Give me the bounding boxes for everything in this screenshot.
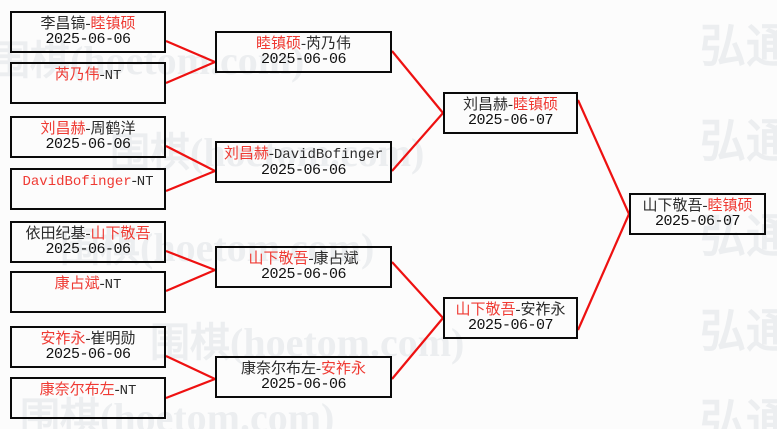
match-box-r1m8[interactable]: 康奈尔布左-NT: [10, 377, 166, 419]
match-players: 刘昌赫-周鹤洋: [40, 121, 136, 137]
match-date: 2025-06-06: [45, 346, 131, 364]
player-left: 依田纪基: [25, 226, 86, 242]
player-left: 山下敬吾: [642, 198, 703, 214]
match-box-r1m6[interactable]: 康占斌-NT: [10, 271, 166, 313]
match-date: 2025-06-06: [45, 136, 131, 154]
match-players: 康奈尔布左-安祚永: [240, 361, 367, 377]
match-date: 2025-06-07: [467, 317, 554, 335]
player-right: NT: [136, 174, 154, 190]
player-right: 芮乃伟: [306, 36, 352, 52]
player-left: 康奈尔布左: [39, 382, 115, 398]
player-right: 康占斌: [313, 251, 359, 267]
match-players: 山下敬吾-睦镇硕: [642, 198, 753, 214]
match-players: DavidBofinger-NT: [22, 173, 154, 190]
player-right: 崔明勋: [90, 331, 136, 347]
match-date: 2025-06-06: [45, 241, 131, 259]
player-right: 睦镇硕: [707, 198, 753, 214]
match-box-r2m4[interactable]: 康奈尔布左-安祚永 2025-06-06: [215, 356, 392, 398]
match-date: 2025-06-06: [260, 266, 347, 284]
player-left: 康占斌: [54, 276, 100, 292]
watermark-text: 弘通: [700, 396, 777, 429]
player-right: NT: [104, 68, 122, 84]
player-right: DavidBofinger: [273, 147, 384, 163]
match-date: 2025-06-06: [260, 51, 347, 69]
player-left: 山下敬吾: [248, 251, 309, 267]
match-players: 刘昌赫-睦镇硕: [462, 97, 559, 113]
player-right: NT: [104, 277, 122, 293]
match-date: 2025-06-07: [654, 213, 741, 231]
player-left: 刘昌赫: [462, 97, 508, 113]
match-date: 2025-06-07: [467, 112, 554, 130]
match-box-r1m7[interactable]: 安祚永-崔明勋 2025-06-06: [10, 326, 166, 368]
match-players: 芮乃伟-NT: [54, 67, 122, 84]
match-box-r3m1[interactable]: 刘昌赫-睦镇硕 2025-06-07: [443, 92, 578, 134]
match-players: 山下敬吾-安祚永: [455, 302, 566, 318]
player-right: NT: [119, 383, 137, 399]
player-left: DavidBofinger: [22, 174, 132, 190]
match-players: 康占斌-NT: [54, 276, 122, 293]
player-left: 睦镇硕: [255, 36, 301, 52]
match-players: 安祚永-崔明勋: [40, 331, 136, 347]
match-box-r1m3[interactable]: 刘昌赫-周鹤洋 2025-06-06: [10, 116, 166, 158]
player-right: 睦镇硕: [513, 97, 559, 113]
match-players: 康奈尔布左-NT: [39, 382, 137, 399]
match-box-r2m3[interactable]: 山下敬吾-康占斌 2025-06-06: [215, 246, 392, 288]
watermark-text: 弘通: [700, 306, 777, 357]
match-box-r2m2[interactable]: 刘昌赫-DavidBofinger 2025-06-06: [215, 141, 392, 183]
match-box-r1m4[interactable]: DavidBofinger-NT: [10, 168, 166, 210]
player-right: 山下敬吾: [90, 226, 151, 242]
player-left: 康奈尔布左: [240, 361, 316, 377]
match-box-r1m1[interactable]: 李昌镐-睦镇硕 2025-06-06: [10, 11, 166, 53]
player-right: 安祚永: [321, 361, 367, 377]
player-left: 李昌镐: [40, 16, 86, 32]
match-box-r3m2[interactable]: 山下敬吾-安祚永 2025-06-07: [443, 297, 578, 339]
match-date: 2025-06-06: [260, 162, 347, 180]
match-box-final[interactable]: 山下敬吾-睦镇硕 2025-06-07: [629, 193, 766, 235]
player-left: 安祚永: [40, 331, 86, 347]
match-players: 睦镇硕-芮乃伟: [255, 36, 352, 52]
player-right: 周鹤洋: [90, 121, 136, 137]
match-box-r2m1[interactable]: 睦镇硕-芮乃伟 2025-06-06: [215, 31, 392, 73]
match-players: 李昌镐-睦镇硕: [40, 16, 136, 32]
player-right: 安祚永: [520, 302, 566, 318]
player-left: 刘昌赫: [40, 121, 86, 137]
match-box-r1m5[interactable]: 依田纪基-山下敬吾 2025-06-06: [10, 221, 166, 263]
watermark-text: 弘通: [700, 116, 777, 167]
match-date: 2025-06-06: [45, 31, 131, 49]
player-left: 刘昌赫: [223, 146, 269, 162]
watermark-text: 弘通: [700, 21, 777, 72]
match-box-r1m2[interactable]: 芮乃伟-NT: [10, 62, 166, 104]
match-players: 山下敬吾-康占斌: [248, 251, 359, 267]
player-left: 芮乃伟: [54, 67, 100, 83]
match-players: 依田纪基-山下敬吾: [25, 226, 151, 242]
player-left: 山下敬吾: [455, 302, 516, 318]
match-players: 刘昌赫-DavidBofinger: [223, 146, 384, 163]
player-right: 睦镇硕: [90, 16, 136, 32]
match-date: 2025-06-06: [260, 376, 347, 394]
